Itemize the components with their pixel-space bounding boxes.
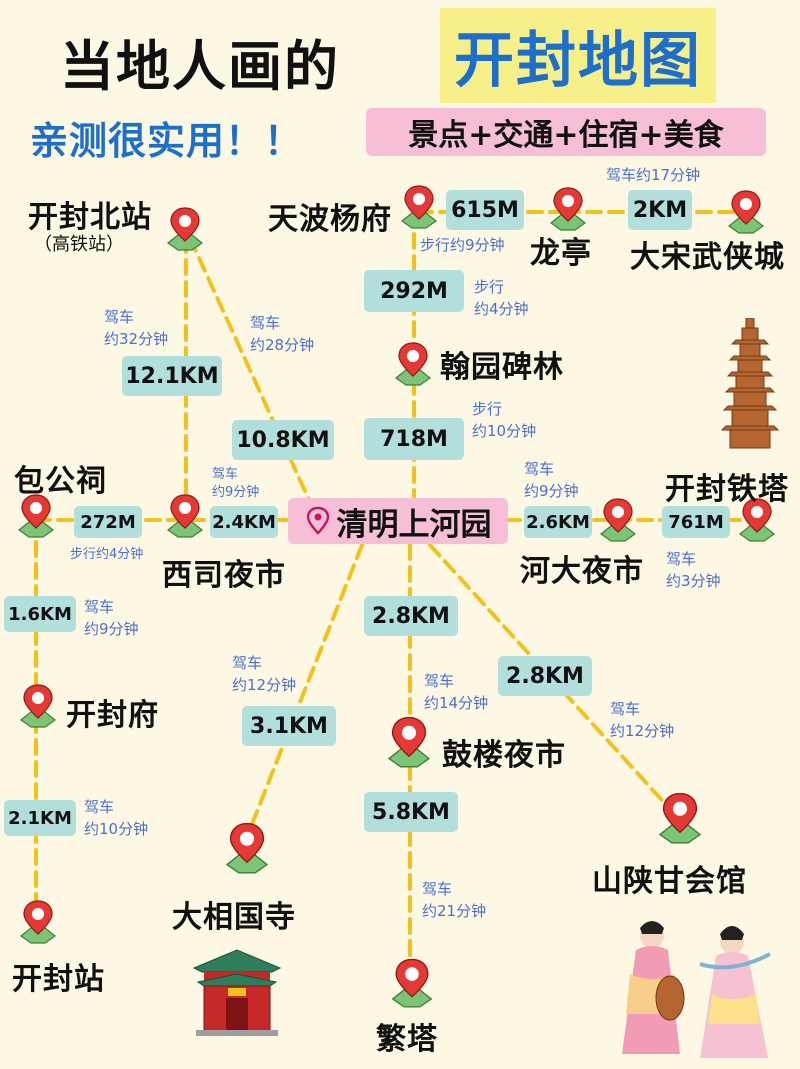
note-center-shanshan: 驾车约12分钟 <box>610 700 675 740</box>
pagoda-illustration <box>720 318 780 449</box>
route-center-daxiangguo <box>243 543 364 844</box>
center-node: 清明上河园 <box>288 498 508 544</box>
place-shanshan: 山陕甘会馆 <box>592 864 747 899</box>
note-north-xisi: 驾车约32分钟 <box>104 308 169 348</box>
place-dasong: 大宋武侠城 <box>630 240 785 275</box>
distance-center-shanshan: 2.8KM <box>498 656 592 696</box>
note-tianbo-hanyuan: 步行约4分钟 <box>474 278 529 318</box>
place-longting: 龙亭 <box>530 236 592 271</box>
place-daxiangguo: 大相国寺 <box>172 900 296 935</box>
map-pin-icon <box>395 342 431 386</box>
map-pin-icon <box>306 506 329 535</box>
note-baogong-xisi: 步行约4分钟 <box>70 547 144 562</box>
place-kaifengfu: 开封府 <box>66 698 159 733</box>
map-pin-icon <box>392 958 432 1008</box>
place-xisi: 西司夜市 <box>162 558 286 593</box>
note-gulou-fanta: 驾车约21分钟 <box>422 880 487 920</box>
distance-north-center: 10.8KM <box>232 420 334 460</box>
place-heda: 河大夜市 <box>520 554 644 589</box>
place-baogong: 包公祠 <box>14 464 107 499</box>
note-center-heda: 驾车约9分钟 <box>524 460 579 500</box>
map-pin-icon <box>20 900 56 944</box>
map-pin-icon <box>167 494 203 538</box>
map-pin-icon <box>388 716 430 768</box>
distance-hanyuan-center: 718M <box>364 418 464 460</box>
category-tag: 景点+交通+住宿+美食 <box>366 108 766 156</box>
distance-tianbo-longting: 615M <box>446 190 524 230</box>
note-baogong-kaifengfu: 驾车约9分钟 <box>84 598 139 638</box>
note-xisi-center: 驾车约9分钟 <box>212 467 260 500</box>
note-north-center: 驾车约28分钟 <box>250 314 315 354</box>
note-heda-tieta: 驾车约3分钟 <box>666 550 721 590</box>
place-kaifeng-north: 开封北站 <box>28 200 152 235</box>
note-tianbo-longting: 步行约9分钟 <box>420 236 505 254</box>
distance-baogong-xisi: 272M <box>74 506 142 538</box>
place-kaifeng-station: 开封站 <box>12 962 105 997</box>
page-title-highlight: 开封地图 <box>440 8 716 103</box>
distance-baogong-kaifengfu: 1.6KM <box>4 596 76 632</box>
place-gulou: 鼓楼夜市 <box>442 738 566 773</box>
place-hanyuan: 翰园碑林 <box>440 350 564 385</box>
map-pin-icon <box>167 207 203 251</box>
distance-north-xisi: 12.1KM <box>122 356 222 396</box>
distance-xisi-center: 2.4KM <box>210 506 278 538</box>
page-title: 当地人画的 <box>60 35 340 98</box>
note-center-gulou: 驾车约14分钟 <box>424 672 489 712</box>
map-pin-icon <box>728 190 764 234</box>
center-label: 清明上河园 <box>336 506 492 543</box>
note-hanyuan-center: 步行约10分钟 <box>472 400 537 440</box>
place-tianbo: 天波杨府 <box>268 202 392 237</box>
temple-gate-illustration <box>192 949 282 1036</box>
distance-center-gulou: 2.8KM <box>364 596 458 636</box>
map-pin-icon <box>20 684 56 728</box>
note-longting-dasong: 驾车约17分钟 <box>606 166 701 184</box>
distance-center-heda: 2.6KM <box>524 506 592 538</box>
place-kaifeng-north-sub: （高铁站） <box>34 234 124 255</box>
note-center-daxiangguo: 驾车约12分钟 <box>232 654 297 694</box>
note-kaifengfu-station: 驾车约10分钟 <box>84 798 149 838</box>
map-pin-icon <box>659 792 701 844</box>
distance-kaifengfu-station: 2.1KM <box>4 800 76 836</box>
map-pin-icon <box>226 822 268 874</box>
distance-longting-dasong: 2KM <box>628 190 692 230</box>
distance-gulou-fanta: 5.8KM <box>364 792 458 832</box>
subtitle: 亲测很实用！！ <box>30 119 304 163</box>
place-tieta: 开封铁塔 <box>665 472 789 507</box>
map-pin-icon <box>401 185 437 229</box>
distance-tianbo-hanyuan: 292M <box>364 270 464 312</box>
map-pin-icon <box>600 498 636 542</box>
distance-heda-tieta: 761M <box>662 506 730 538</box>
distance-center-daxiangguo: 3.1KM <box>242 706 336 746</box>
map-pin-icon <box>550 187 586 231</box>
dancers-illustration <box>622 921 771 1058</box>
place-fanta: 繁塔 <box>376 1022 438 1057</box>
